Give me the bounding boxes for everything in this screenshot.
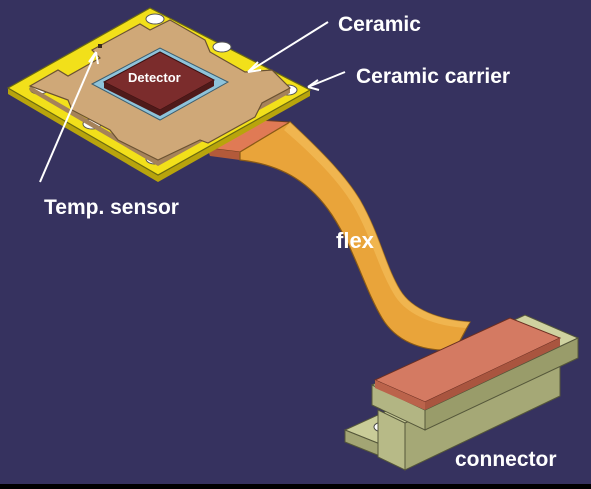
connector-body-side (424, 337, 579, 431)
callout-arrows (39, 21, 346, 183)
detector: Detector (90, 47, 230, 121)
flex-ribbon-shade (284, 122, 470, 328)
label-flex: flex (336, 228, 375, 253)
temp-sensor (98, 44, 102, 48)
label-connector: connector (455, 448, 557, 471)
mount-hole (212, 41, 232, 53)
flex-end-copper-side (207, 148, 240, 160)
connector-top-side (425, 338, 560, 410)
mount-hole (145, 13, 165, 25)
connector-top-front (375, 380, 425, 410)
label-ceramic: Ceramic (338, 13, 421, 36)
arrowhead-ceramic (247, 61, 262, 73)
label-ceramic-carrier: Ceramic carrier (356, 65, 510, 88)
detector-label: Detector (128, 70, 181, 85)
arrowhead-temp-sensor (88, 51, 99, 65)
flex-cable (205, 119, 471, 351)
arrow-ceramic (247, 21, 329, 73)
arrow-temp-sensor (39, 51, 97, 183)
label-temp-sensor: Temp. sensor (44, 196, 179, 219)
arrow-ceramic-carrier (307, 71, 346, 88)
arrowhead-ceramic-carrier (307, 79, 320, 91)
bottom-strip (0, 484, 591, 489)
detector-die-side (104, 80, 214, 116)
connector (343, 314, 580, 471)
